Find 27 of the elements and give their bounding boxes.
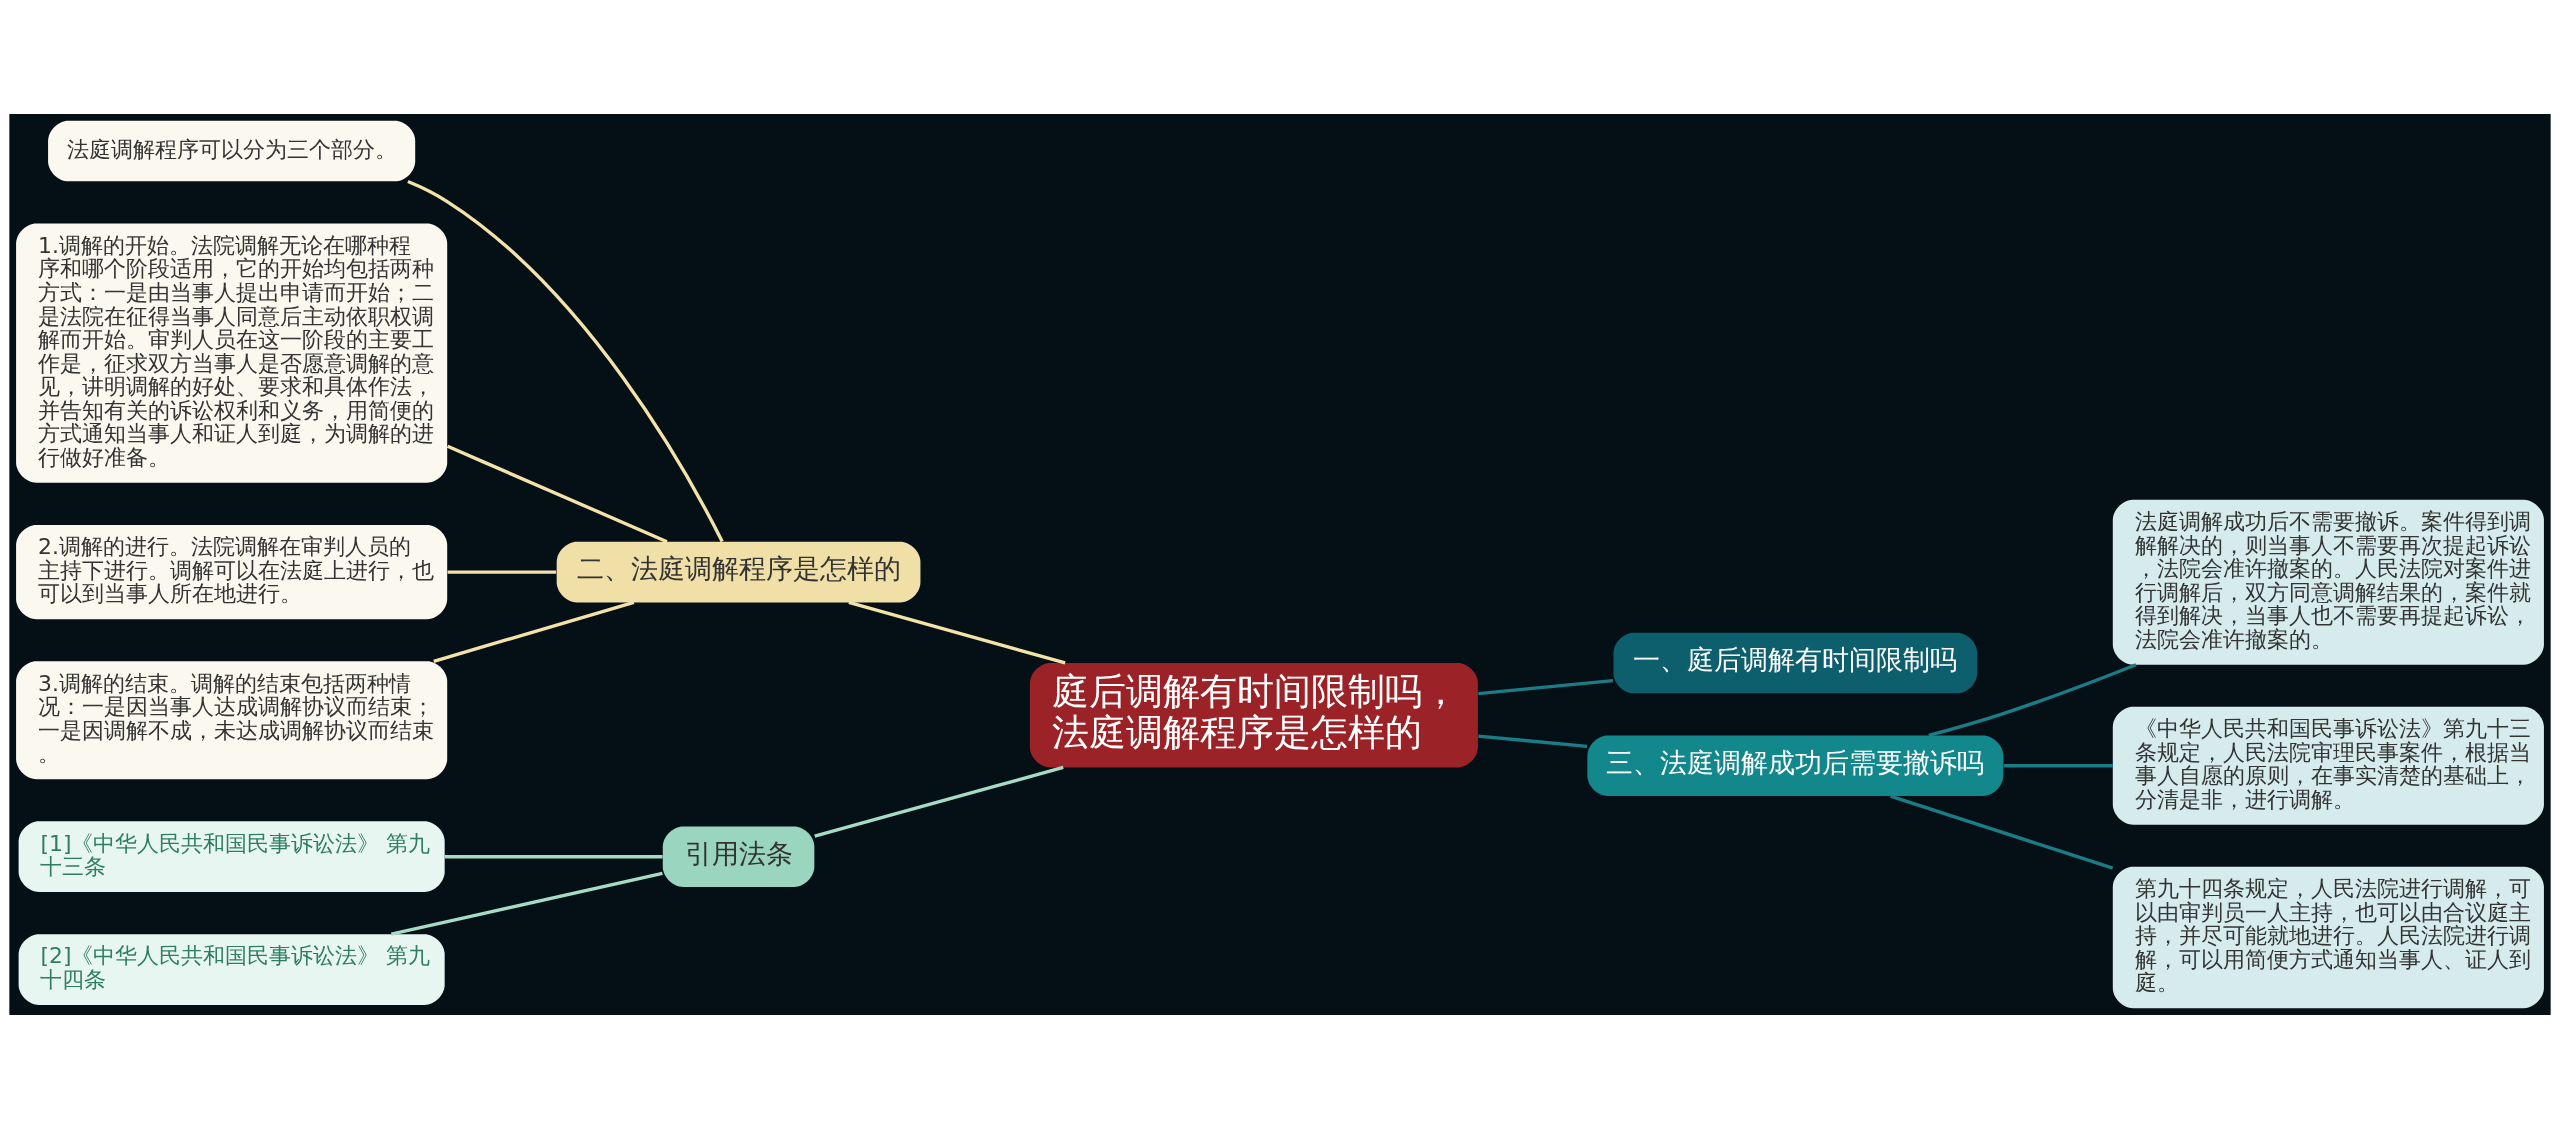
connector [814,765,1064,838]
connector [1889,794,2114,870]
connector [447,570,557,574]
node-box: 引用法条 [662,826,815,887]
node-box: 3.调解的结束。调解的结束包括两种情况：一是因当事人达成调解协议而结束；一是因调解不成，未达成调解协议而结束。 [16,661,448,780]
node-box: 法庭调解成功后不需要撤诉。案件得到调解解决的，则当事人不需要再次提起诉讼，法院会准许撤案的。人民法院对案件进行调解后，双方同意调解结果的，案件就得到解决，当事人也不需要再提起诉讼，法院会准许撤案的。 [2112,499,2544,665]
node-box: 第九十四条规定，人民法院进行调解，可以由审判员一人主持，也可以由合议庭主持，并尽可能就地进行。人民法院进行调解，可以用简便方式通知当事人、证人到庭。 [2112,866,2544,1009]
connector [444,855,663,859]
node-box: 一、庭后调解有时间限制吗 [1613,632,1978,694]
node-box: [1]《中华人民共和国民事诉讼法》 第九十三条 [18,821,445,893]
connector [1478,678,1614,696]
node-box: 法庭调解程序可以分为三个部分。 [48,120,416,182]
node-box: 《中华人民共和国民事诉讼法》第九十三条规定，人民法院审理民事案件，根据当事人自愿的原则，在事实清楚的基础上，分清是非，进行调解。 [2112,706,2544,825]
connector [390,871,663,936]
node-box: 二、法庭调解程序是怎样的 [556,541,921,603]
connector [848,600,1066,665]
connector [407,180,724,543]
node-box: 2.调解的进行。法院调解在审判人员的主持下进行。调解可以在法庭上进行，也可以到当事人所在地进行。 [16,524,448,620]
node-box: 1.调解的开始。法院调解无论在哪种程序和哪个阶段适用，它的开始均包括两种方式：一是由当事人提出申请而开始；二是法院在征得当事人同意后主动依职权调解而开始。审判人员在这一阶段的主要工作是，征求双方当事人是否愿意调解的意见，讲明调解的好处、要求和具体作法，并告知有关的诉讼权利和义务，用简便的方式通知当事人和证人到庭，为调解的进行做好准备。 [16,223,448,483]
node-box: 庭后调解有时间限制吗，法庭调解程序是怎样的 [1029,663,1478,768]
connector [433,600,635,663]
connector [446,444,668,544]
node-box: 三、法庭调解成功后需要撤诉吗 [1587,735,2004,797]
node-box: [2]《中华人民共和国民事诉讼法》 第九十四条 [18,934,445,1005]
connector [1478,734,1588,749]
connector [1928,663,2137,737]
connector [2004,764,2113,768]
